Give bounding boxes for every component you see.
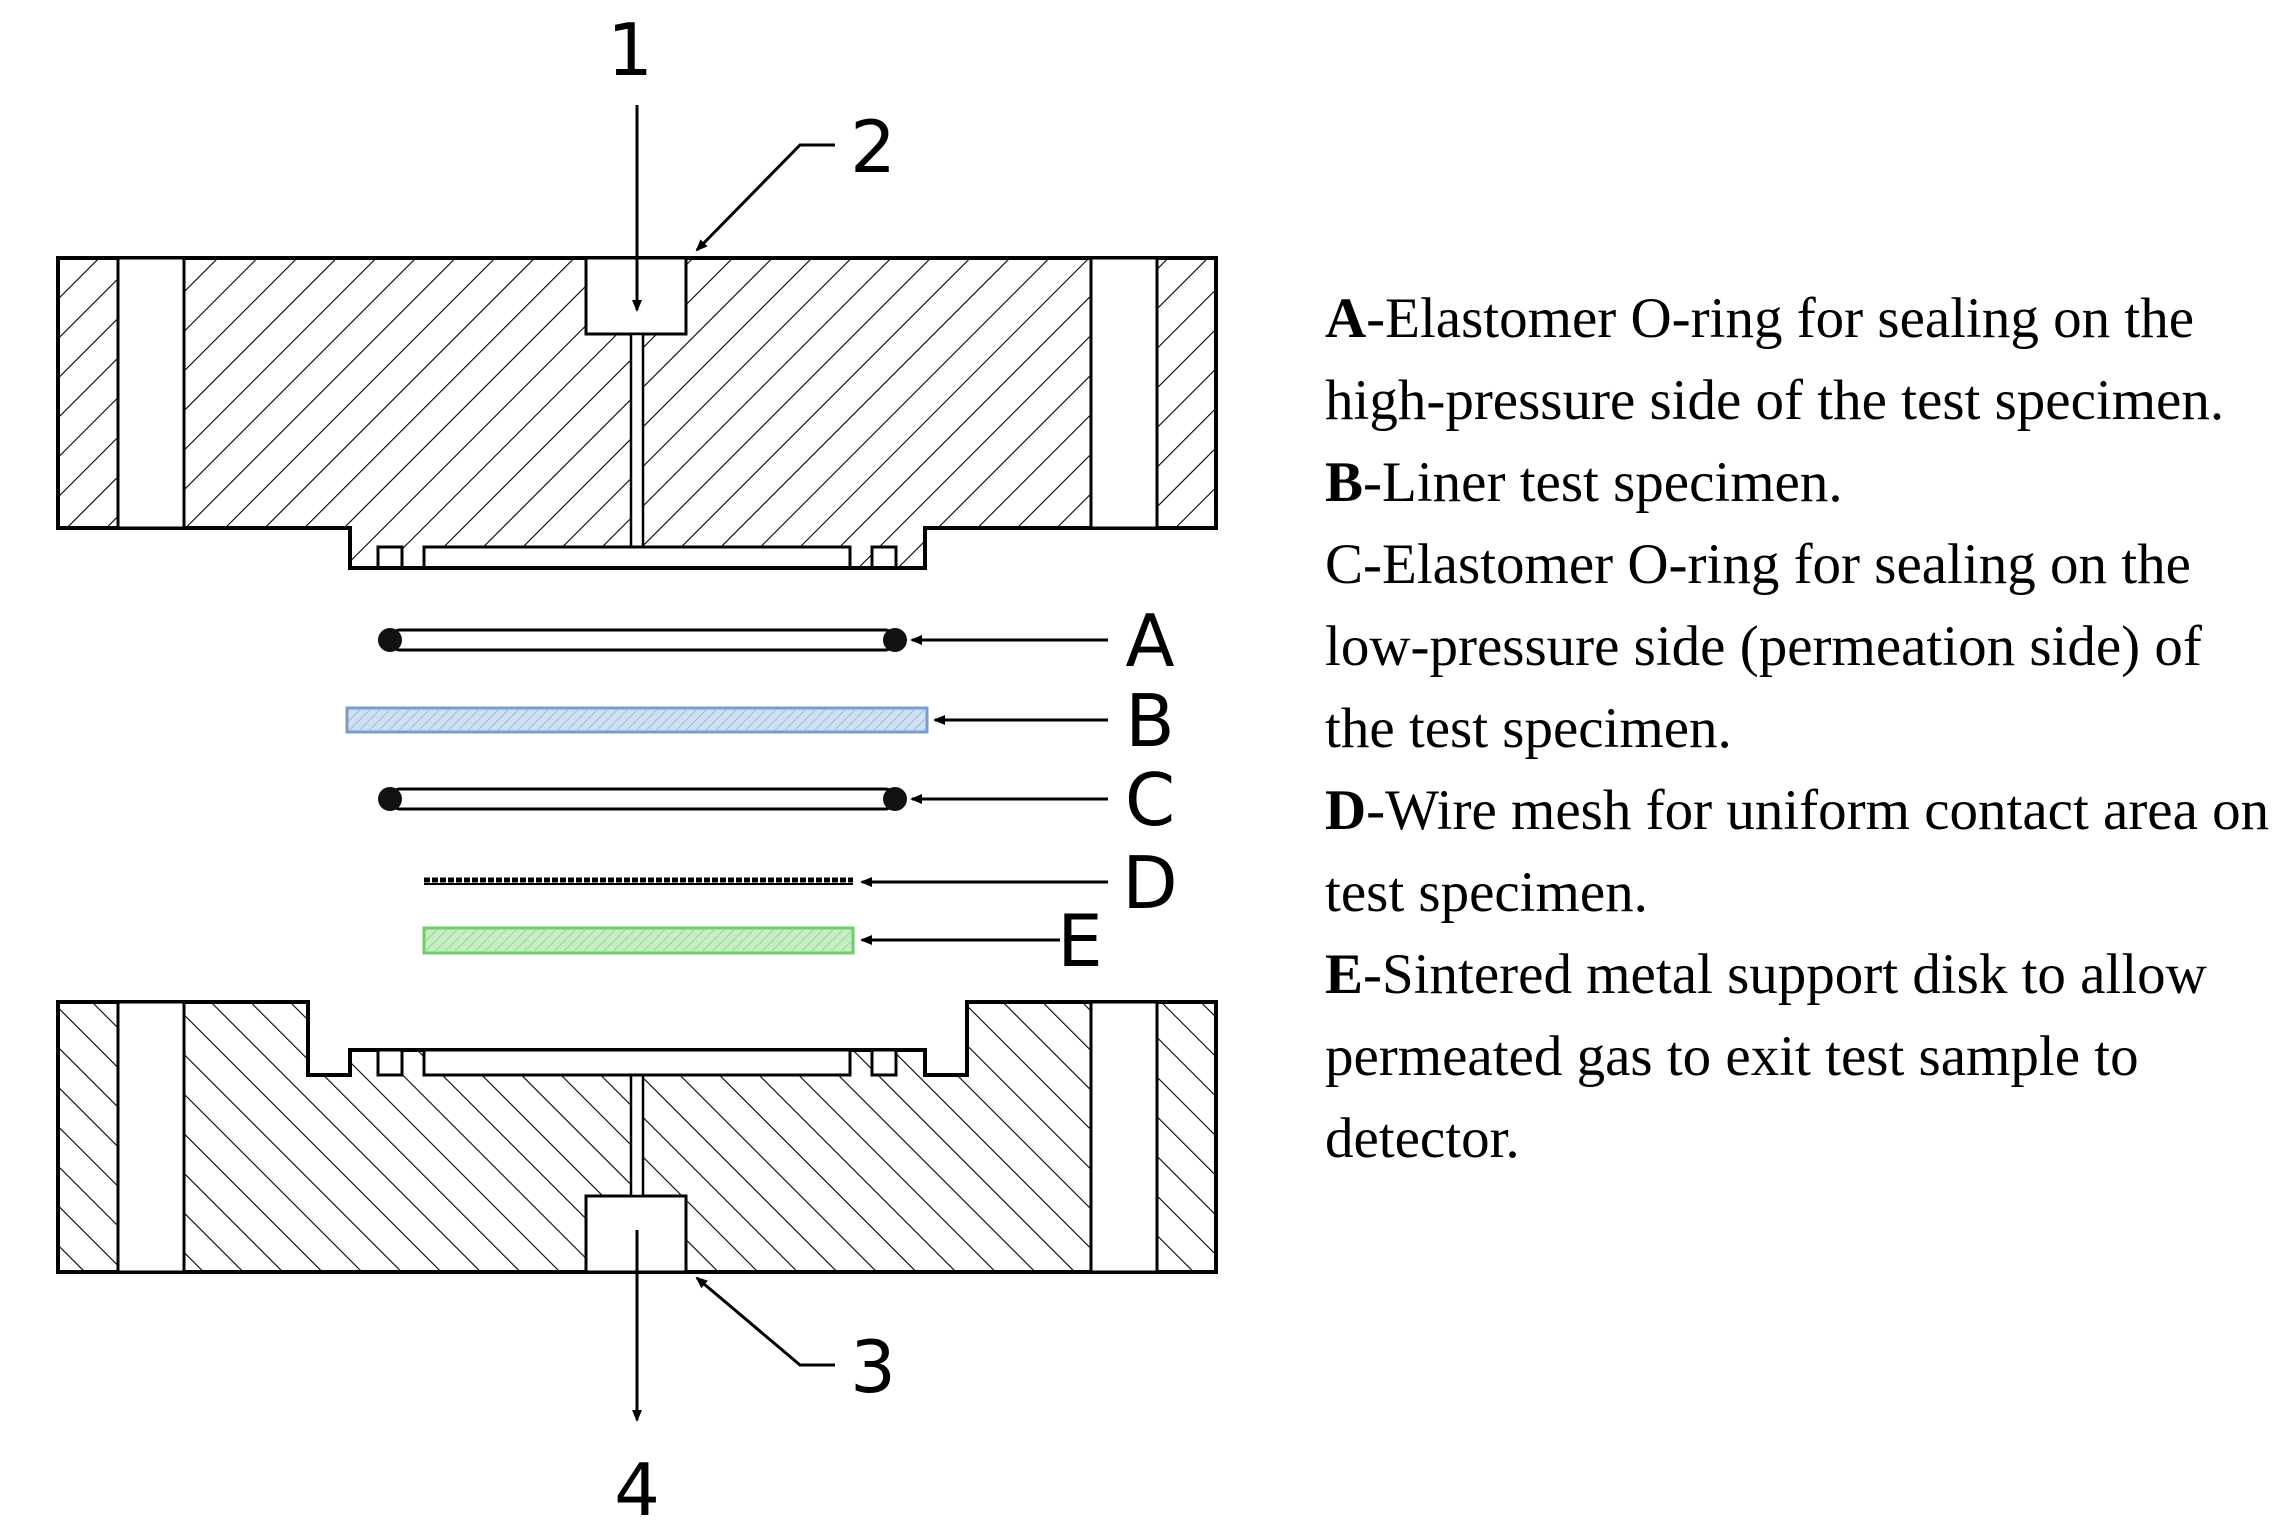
parts-legend: A-Elastomer O-ring for sealing on the hi… — [1325, 278, 2280, 1180]
legend-text-a: -Elastomer O-ring for sealing on the hig… — [1325, 287, 2225, 432]
part-label-d: D — [1122, 841, 1177, 925]
legend-key-e: E — [1325, 943, 1364, 1006]
legend-key-b: B — [1325, 451, 1364, 514]
lower-right-groove — [870, 1048, 898, 1077]
lower-left-bolt-hole — [116, 1000, 186, 1274]
legend-item-c: C-Elastomer O-ring for sealing on the lo… — [1325, 524, 2280, 770]
legend-item-b: B-Liner test specimen. — [1325, 442, 2280, 524]
legend-item-d: D-Wire mesh for uniform contact area on … — [1325, 770, 2280, 934]
permeation-cell-diagram: 1 2 3 4 A B C D E — [56, 8, 1218, 1528]
leader-lines — [632, 105, 1108, 1422]
upper-recess — [422, 545, 852, 570]
callout-1: 1 — [607, 8, 653, 92]
upper-right-bolt-hole — [1089, 256, 1159, 530]
part-label-b: B — [1125, 679, 1174, 763]
legend-key-a: A — [1325, 287, 1367, 350]
part-label-a: A — [1125, 599, 1174, 683]
legend-key-d: D — [1325, 779, 1367, 842]
lower-left-groove — [376, 1048, 404, 1077]
o-ring-c — [378, 787, 907, 811]
lower-recess — [422, 1048, 852, 1077]
legend-item-a: A-Elastomer O-ring for sealing on the hi… — [1325, 278, 2280, 442]
upper-left-groove — [376, 545, 404, 570]
legend-text-b: -Liner test specimen. — [1363, 451, 1843, 514]
leader-2 — [695, 143, 835, 252]
legend-item-e: E-Sintered metal support disk to allow p… — [1325, 934, 2280, 1180]
o-ring-a — [378, 628, 907, 652]
callout-2: 2 — [850, 105, 896, 189]
lower-right-bolt-hole — [1089, 1000, 1159, 1274]
callout-3: 3 — [850, 1325, 896, 1409]
legend-text-c: -Elastomer O-ring for sealing on the low… — [1325, 533, 2202, 760]
part-label-c: C — [1125, 758, 1175, 842]
leader-3 — [695, 1276, 835, 1367]
legend-text-d: -Wire mesh for uniform contact area on t… — [1325, 779, 2270, 924]
upper-right-groove — [870, 545, 898, 570]
legend-text-e: -Sintered metal support disk to allow pe… — [1325, 943, 2207, 1170]
upper-bore — [629, 332, 645, 549]
lower-bore — [629, 1073, 645, 1198]
wire-mesh-d — [424, 877, 853, 885]
callout-4: 4 — [614, 1448, 660, 1528]
upper-left-bolt-hole — [116, 256, 186, 530]
legend-key-c: C — [1325, 533, 1364, 596]
part-label-e: E — [1057, 899, 1103, 983]
